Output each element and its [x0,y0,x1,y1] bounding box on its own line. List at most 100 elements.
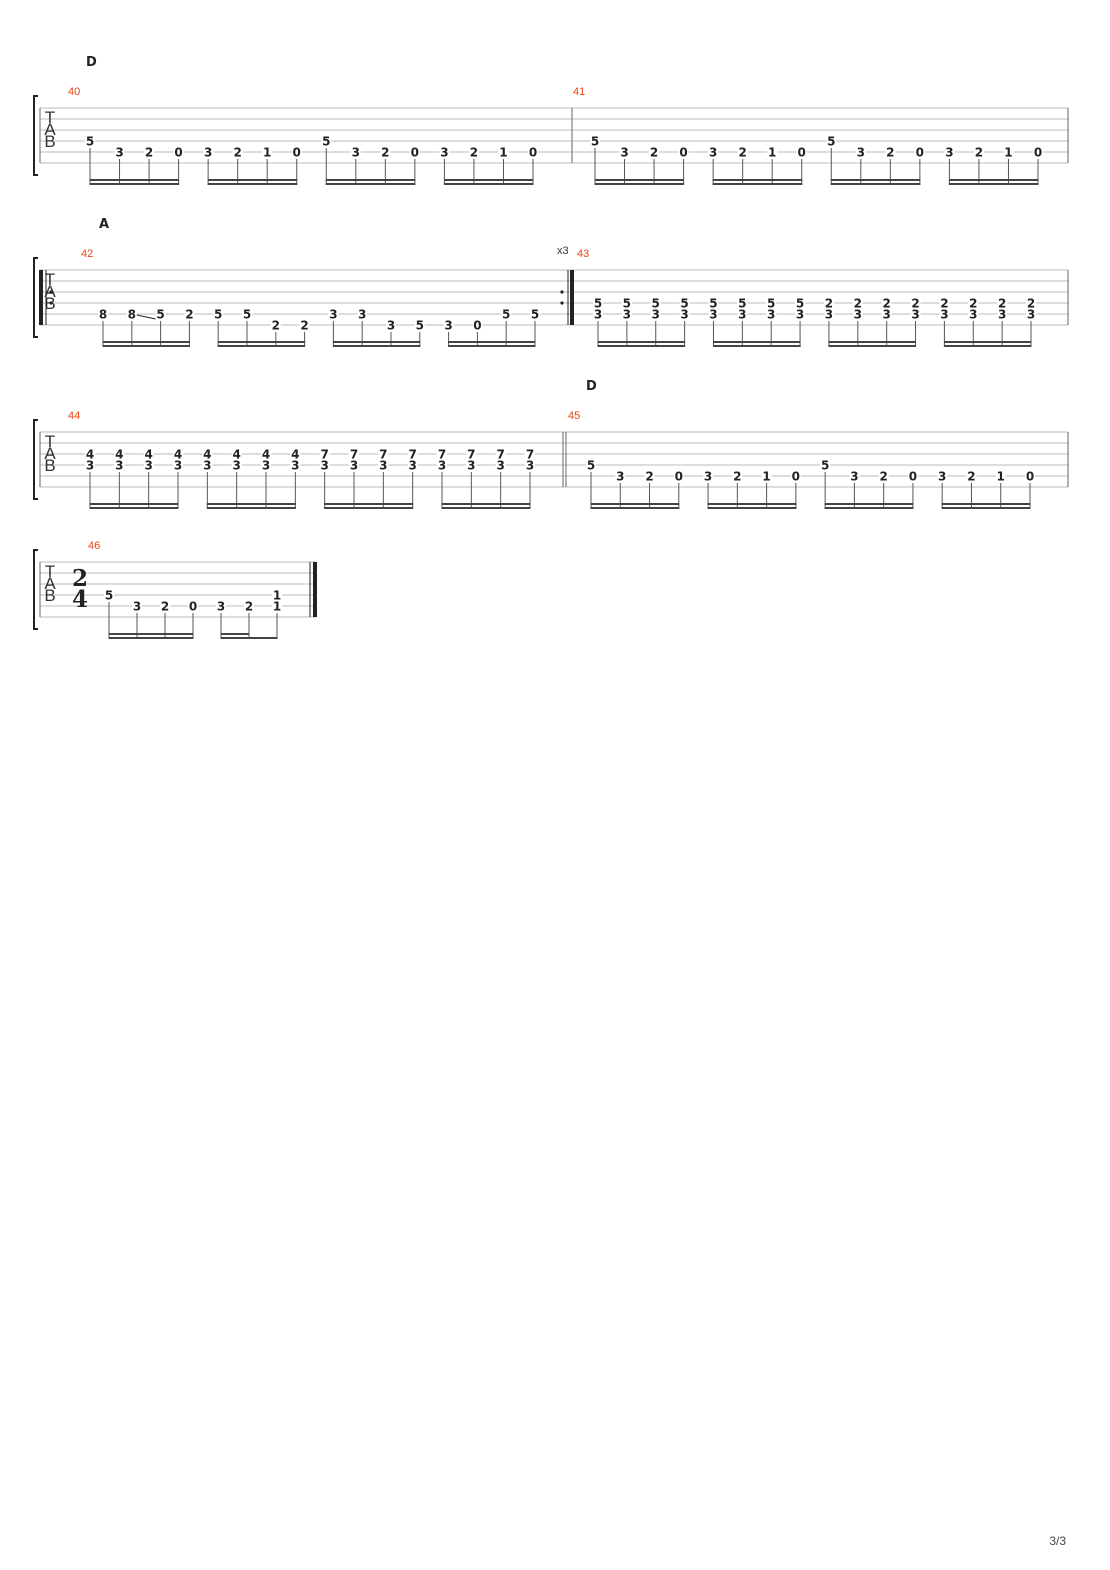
fret-number: 5 [594,297,602,311]
fret-background [328,308,339,320]
fret-background [966,470,977,482]
fret-background [530,308,540,320]
fret-number: 7 [438,448,446,462]
fret-number: 2 [161,600,169,614]
fret-number: 3 [1027,308,1035,322]
fret-background [852,297,863,309]
beam [89,503,179,505]
tab-clef-letter: B [44,456,55,475]
beam [248,637,278,639]
fret-number: 0 [792,470,800,484]
fret-background [321,135,332,147]
fret-background [319,459,330,471]
fret-number: 2 [975,146,983,160]
fret-number: 0 [679,146,687,160]
fret-background [708,146,719,158]
fret-background [708,297,719,309]
fret-background [126,308,137,320]
fret-background [881,297,892,309]
beam [941,503,1031,505]
beam [324,503,414,505]
bar-number: 46 [88,540,100,552]
fret-background [495,448,506,460]
section-marker: D [86,55,97,70]
beam [597,341,686,343]
fret-number: 3 [857,146,865,160]
fret-background [849,470,860,482]
fret-background [407,459,418,471]
fret-background [409,146,420,158]
fret-number: 3 [738,308,746,322]
fret-number: 3 [350,459,358,473]
fret-background [650,297,661,309]
fret-number: 3 [850,470,858,484]
fret-background [525,448,535,460]
fret-number: 5 [767,297,775,311]
fret-background [910,308,921,320]
fret-number: 3 [709,308,717,322]
beam [824,507,914,509]
beam [828,345,917,347]
beam [448,345,536,347]
fret-number: 3 [652,308,660,322]
fret-number: 0 [798,146,806,160]
fret-background [349,459,359,471]
fret-number: 0 [174,146,182,160]
fret-number: 5 [322,135,330,149]
fret-number: 3 [408,459,416,473]
tab-clef-letter: T [45,270,55,289]
beam [712,183,803,185]
fret-number: 3 [204,146,212,160]
fret-background [231,448,242,460]
fret-background [414,319,425,331]
fret-background [244,600,254,612]
section-marker: D [586,379,597,394]
beam [824,503,914,505]
repeat-count: x3 [557,245,569,257]
fret-background [1026,308,1036,320]
fret-background [472,319,483,331]
fret-number: 5 [623,297,631,311]
fret-background [143,448,154,460]
system-brace [33,257,38,338]
fret-background [98,308,108,320]
fret-background [173,146,184,158]
beam [325,179,416,181]
fret-number: 0 [189,600,197,614]
fret-number: 2 [825,297,833,311]
fret-background [767,146,778,158]
fret-background [262,146,273,158]
beam [948,183,1039,185]
fret-number: 3 [440,146,448,160]
beam [941,507,1031,509]
beam [707,507,797,509]
fret-background [795,297,806,309]
fret-background [823,297,834,309]
fret-number: 0 [909,470,917,484]
beam [324,507,414,509]
system-brace [33,95,38,176]
fret-background [997,297,1008,309]
fret-number: 7 [526,448,534,462]
fret-background [261,459,271,471]
fret-background [944,146,955,158]
beam [108,637,194,639]
fret-number: 2 [940,297,948,311]
beam [594,183,685,185]
fret-number: 7 [350,448,358,462]
beam [332,341,421,343]
beam [332,345,421,347]
fret-number: 0 [916,146,924,160]
fret-number: 2 [969,297,977,311]
fret-number: 4 [115,448,123,462]
beam [707,503,797,505]
fret-background [878,470,889,482]
fret-number: 0 [675,470,683,484]
fret-number: 1 [997,470,1005,484]
fret-number: 0 [1034,146,1042,160]
beam [102,341,190,343]
tab-clef-letter: T [45,432,55,451]
fret-background [439,146,450,158]
fret-background [737,146,748,158]
fret-background [114,448,125,460]
